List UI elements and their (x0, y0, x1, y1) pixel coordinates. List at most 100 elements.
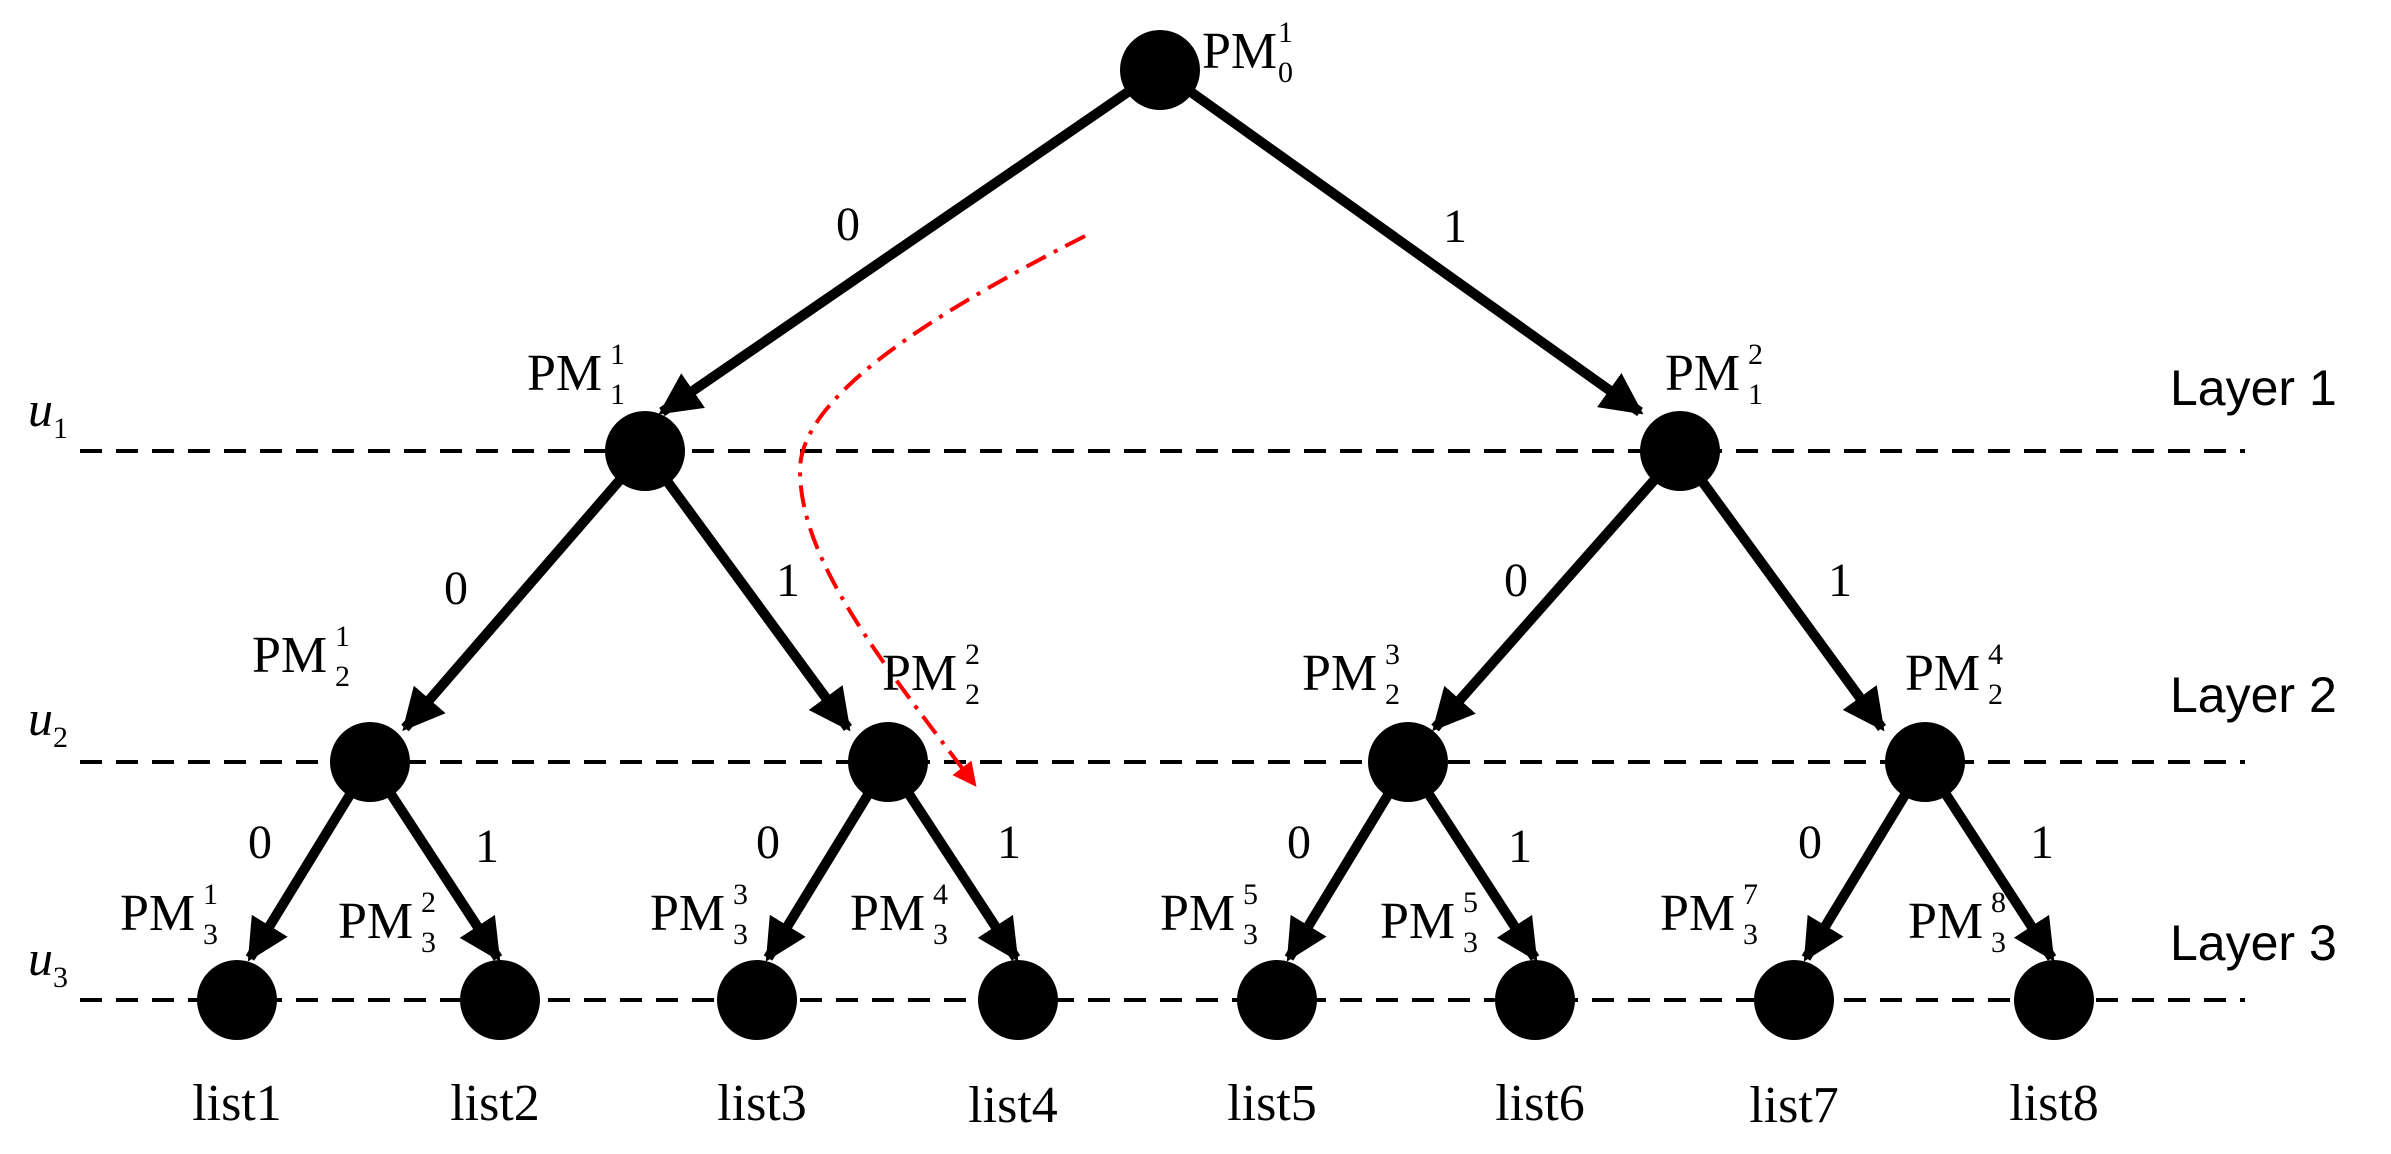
edge-label-l1a-right: 1 (776, 554, 800, 607)
list-label-4: list4 (968, 1077, 1058, 1134)
layer-1-label: Layer 1 (2170, 360, 2337, 416)
edge-label-l2c-left: 0 (1287, 816, 1311, 869)
svg-text:5: 5 (1243, 878, 1258, 911)
node-label-layer1-1: PM 1 1 (527, 338, 625, 411)
svg-text:3: 3 (733, 918, 748, 951)
tree-edges (245, 65, 2057, 962)
edge-root-left (658, 65, 1163, 417)
node-layer3-5 (1237, 960, 1317, 1040)
edge-label-l2a-left: 0 (248, 816, 272, 869)
list-label-5: list5 (1227, 1075, 1317, 1132)
list-label-1: list1 (192, 1075, 282, 1132)
svg-text:PM: PM (850, 885, 925, 942)
node-label-root: PM 1 0 (1202, 16, 1293, 89)
svg-text:2: 2 (965, 678, 980, 711)
node-layer1-1 (605, 411, 685, 491)
node-label-layer3-7: PM 7 3 (1660, 878, 1758, 951)
edge-label-root-left: 0 (836, 198, 860, 251)
edge-label-l2b-left: 0 (756, 816, 780, 869)
svg-text:PM: PM (527, 345, 602, 402)
node-layer3-6 (1495, 960, 1575, 1040)
svg-text:2: 2 (421, 886, 436, 919)
edge-label-l1b-right: 1 (1828, 554, 1852, 607)
node-layer3-7 (1754, 960, 1834, 1040)
edge-label-l1a-left: 0 (444, 562, 468, 615)
list-label-6: list6 (1495, 1075, 1585, 1132)
edge-label-l2c-right: 1 (1508, 820, 1532, 873)
u-labels: u1 u2 u3 (28, 381, 68, 994)
svg-text:PM: PM (1905, 645, 1980, 702)
tree-nodes (197, 30, 2094, 1040)
list-label-8: list8 (2009, 1075, 2099, 1132)
svg-text:1: 1 (610, 378, 625, 411)
node-label-layer2-2: PM 2 2 (882, 638, 980, 711)
edge-label-l2a-right: 1 (475, 820, 499, 873)
node-label-layer2-3: PM 3 2 (1302, 638, 1400, 711)
svg-text:2: 2 (965, 638, 980, 671)
svg-text:3: 3 (1991, 926, 2006, 959)
svg-text:PM: PM (120, 885, 195, 942)
svg-text:PM: PM (1202, 23, 1277, 80)
node-layer3-2 (460, 960, 540, 1040)
edge-label-l2d-right: 1 (2030, 816, 2054, 869)
layer-2-label: Layer 2 (2170, 667, 2337, 723)
list-label-2: list2 (450, 1075, 540, 1132)
node-label-layer1-2: PM 2 1 (1665, 338, 1763, 411)
layer-3-label: Layer 3 (2170, 915, 2337, 971)
node-layer2-1 (330, 722, 410, 802)
node-label-layer2-4: PM 4 2 (1905, 638, 2003, 711)
edge-l1b-left (1431, 447, 1684, 732)
node-label-layer3-1: PM 1 3 (120, 878, 218, 951)
node-label-layer3-8: PM 8 3 (1908, 886, 2006, 959)
node-layer3-4 (978, 960, 1058, 1040)
edge-labels: 0 1 0 1 0 1 0 1 0 1 0 1 0 1 (248, 198, 2054, 873)
svg-text:1: 1 (1748, 378, 1763, 411)
node-root (1120, 30, 1200, 110)
node-layer3-8 (2014, 960, 2094, 1040)
svg-text:PM: PM (1660, 885, 1735, 942)
svg-text:3: 3 (1385, 638, 1400, 671)
u2-label: u2 (28, 690, 68, 754)
svg-text:4: 4 (1988, 638, 2003, 671)
layer-dashed-lines (80, 449, 2245, 1002)
list-label-3: list3 (717, 1075, 807, 1132)
svg-text:0: 0 (1278, 56, 1293, 89)
svg-text:3: 3 (1243, 918, 1258, 951)
layer-labels: Layer 1 Layer 2 Layer 3 (2170, 360, 2337, 971)
svg-text:PM: PM (1908, 893, 1983, 950)
svg-text:3: 3 (1743, 918, 1758, 951)
node-label-layer3-6: PM 5 3 (1380, 886, 1478, 959)
node-layer2-3 (1368, 722, 1448, 802)
edge-l1a-right (640, 448, 853, 732)
svg-text:PM: PM (1160, 885, 1235, 942)
edge-l1b-right (1675, 448, 1887, 732)
edge-label-l2b-right: 1 (997, 816, 1021, 869)
edge-root-right (1157, 65, 1644, 417)
node-label-layer3-5: PM 5 3 (1160, 878, 1258, 951)
svg-text:3: 3 (933, 918, 948, 951)
svg-text:PM: PM (1665, 345, 1740, 402)
u3-label: u3 (28, 930, 68, 994)
svg-text:PM: PM (338, 893, 413, 950)
edge-label-l2d-left: 0 (1798, 816, 1822, 869)
svg-text:2: 2 (1988, 678, 2003, 711)
list-label-7: list7 (1749, 1077, 1839, 1134)
svg-text:1: 1 (335, 620, 350, 653)
svg-text:1: 1 (610, 338, 625, 371)
node-label-layer3-2: PM 2 3 (338, 886, 436, 959)
svg-text:2: 2 (335, 660, 350, 693)
node-layer1-2 (1640, 411, 1720, 491)
svg-text:3: 3 (733, 878, 748, 911)
list-labels: list1 list2 list3 list4 list5 list6 list… (192, 1075, 2099, 1134)
svg-text:PM: PM (1380, 893, 1455, 950)
node-layer3-1 (197, 960, 277, 1040)
svg-text:8: 8 (1991, 886, 2006, 919)
node-label-layer3-3: PM 3 3 (650, 878, 748, 951)
svg-text:5: 5 (1463, 886, 1478, 919)
svg-text:1: 1 (203, 878, 218, 911)
svg-text:2: 2 (1748, 338, 1763, 371)
node-label-layer3-4: PM 4 3 (850, 878, 948, 951)
svg-text:PM: PM (1302, 645, 1377, 702)
svg-text:PM: PM (882, 645, 957, 702)
svg-text:4: 4 (933, 878, 948, 911)
